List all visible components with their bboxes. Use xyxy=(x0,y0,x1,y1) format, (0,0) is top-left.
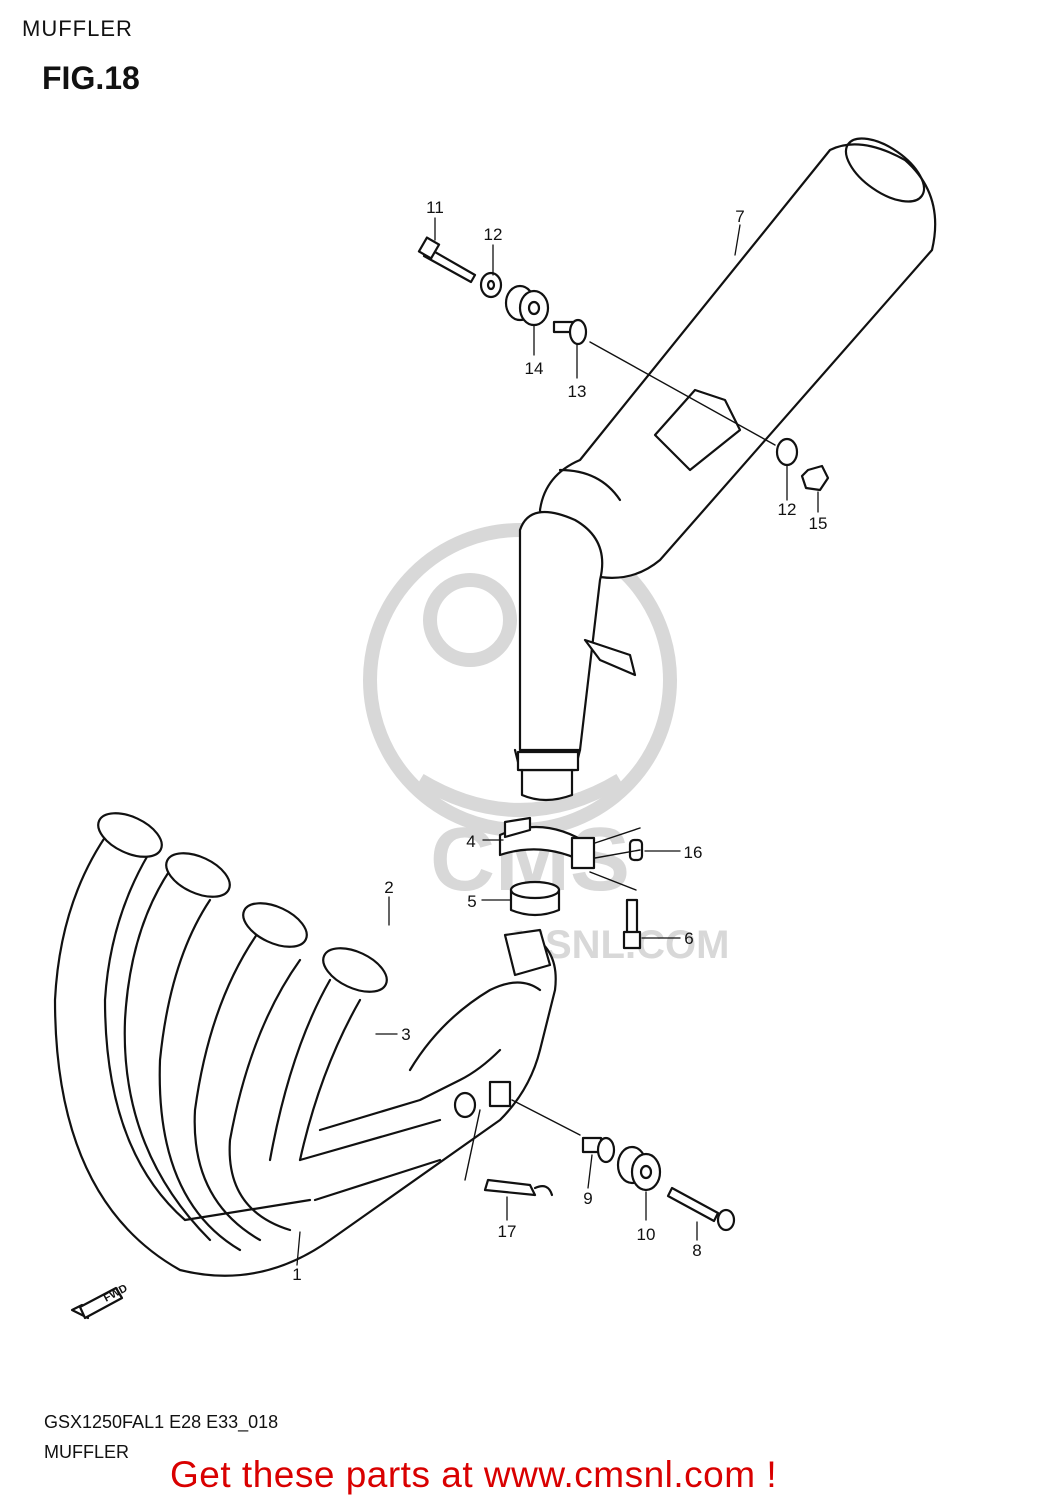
nut-16 xyxy=(628,838,644,862)
callout-10: 10 xyxy=(637,1225,656,1244)
callout-13: 13 xyxy=(568,382,587,401)
watermark-mascot-mouth xyxy=(416,773,624,817)
clamp-assembly-lines xyxy=(589,827,641,891)
collar-9 xyxy=(581,1136,616,1164)
parts-link-banner[interactable]: Get these parts at www.cmsnl.com ! xyxy=(170,1454,778,1495)
model-code: GSX1250FAL1 E28 E33_018 xyxy=(44,1412,279,1432)
callout-3: 3 xyxy=(401,1025,410,1044)
washer-12-upper-hole xyxy=(486,279,496,291)
footer-section-name: MUFFLER xyxy=(44,1442,129,1462)
bolt-6 xyxy=(622,898,642,950)
muffler-body-part xyxy=(513,137,937,802)
washer-12-lower xyxy=(775,437,799,467)
callout-12-upper: 12 xyxy=(484,225,503,244)
callout-6: 6 xyxy=(684,929,693,948)
damper-10 xyxy=(616,1145,662,1192)
leader-lines xyxy=(296,217,819,1266)
forward-arrow-icon xyxy=(70,1286,124,1320)
oxygen-sensor-17 xyxy=(464,1109,554,1197)
callout-8: 8 xyxy=(692,1241,701,1260)
clamp-4 xyxy=(498,816,596,870)
bolt-11 xyxy=(417,236,477,284)
callout-labels: 1 2 3 4 5 6 7 8 9 10 11 12 12 13 14 15 1… xyxy=(292,198,827,1284)
lower-mount-axis-line xyxy=(511,1099,581,1136)
callout-12-lower: 12 xyxy=(778,500,797,519)
gasket-5 xyxy=(509,880,561,917)
callout-15: 15 xyxy=(809,514,828,533)
callout-16: 16 xyxy=(684,843,703,862)
figure-label: FIG.18 xyxy=(42,60,140,96)
bolt-8 xyxy=(666,1186,736,1232)
callout-14: 14 xyxy=(525,359,544,378)
callout-4: 4 xyxy=(466,832,475,851)
washer-12-upper xyxy=(479,271,503,299)
callout-7: 7 xyxy=(735,207,744,226)
mount-axis-line xyxy=(589,341,776,446)
damper-14 xyxy=(504,284,550,327)
nut-15 xyxy=(800,464,830,492)
callout-1: 1 xyxy=(292,1265,301,1284)
section-title: MUFFLER xyxy=(22,16,133,41)
collar-13 xyxy=(552,318,588,346)
callout-11: 11 xyxy=(426,198,444,217)
exhaust-pipe-assembly xyxy=(53,812,557,1277)
watermark-mascot-eye xyxy=(423,573,517,667)
callout-5: 5 xyxy=(467,892,476,911)
callout-9: 9 xyxy=(583,1189,592,1208)
callout-17: 17 xyxy=(498,1222,517,1241)
callout-2: 2 xyxy=(384,878,393,897)
